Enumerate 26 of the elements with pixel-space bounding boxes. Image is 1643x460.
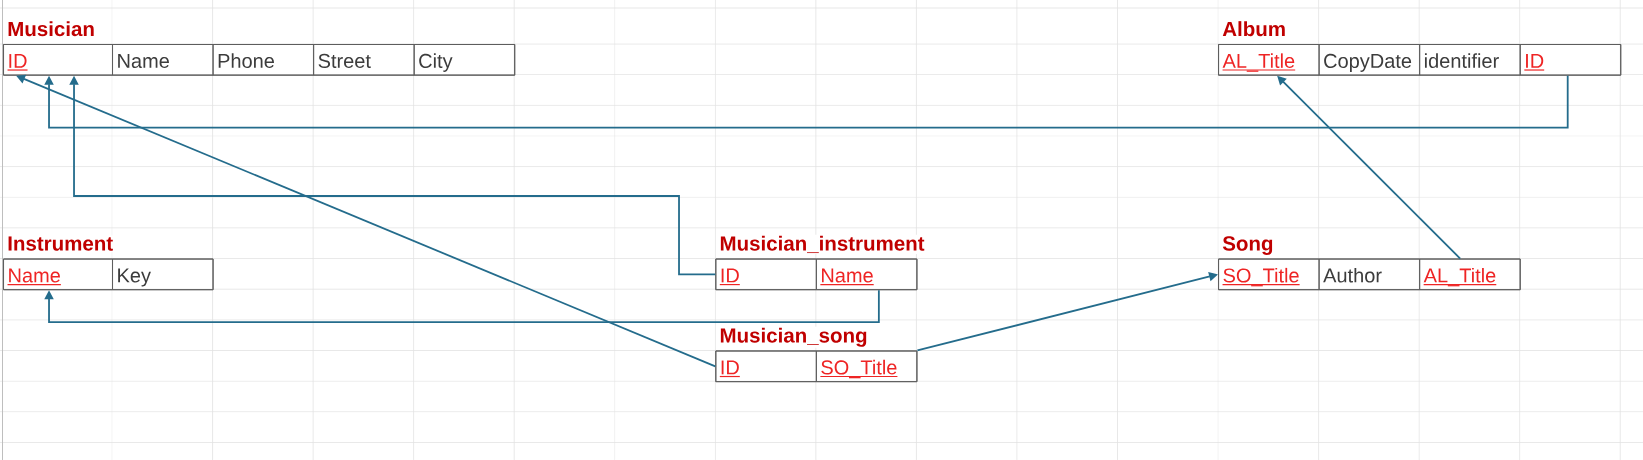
table-cell: ID <box>715 350 817 383</box>
table-cell: ID <box>715 258 817 291</box>
table-cell: Name <box>112 44 214 76</box>
table-cell: SO_Title <box>815 350 918 383</box>
arrow <box>44 289 880 324</box>
table-cell: ID <box>3 44 114 76</box>
arrow <box>44 74 1569 129</box>
table-heading: Musician_instrument <box>718 234 926 255</box>
table-cell: Phone <box>212 44 315 76</box>
table-cell: SO_Title <box>1218 258 1320 291</box>
table-cell: AL_Title <box>1218 44 1320 76</box>
table-cell: Name <box>3 258 114 291</box>
table-cell: Author <box>1318 258 1421 291</box>
table-cell: Street <box>313 44 415 76</box>
table-heading: Album <box>1221 20 1288 38</box>
table-cell: ID <box>1519 44 1622 76</box>
table-cell: CopyDate <box>1318 44 1421 76</box>
table-cell: AL_Title <box>1419 258 1521 291</box>
table-heading: Instrument <box>6 235 115 252</box>
table-heading: Musician <box>6 20 96 38</box>
table-cell: City <box>413 44 516 76</box>
table-cell: Key <box>112 258 214 291</box>
table-cell: Name <box>815 258 918 291</box>
table-heading: Musician_song <box>718 326 869 348</box>
table-heading: Song <box>1221 235 1275 256</box>
table-cell: identifier <box>1419 44 1521 76</box>
